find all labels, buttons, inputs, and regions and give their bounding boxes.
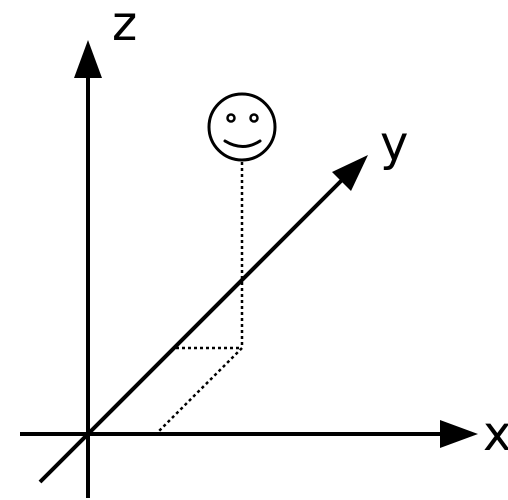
diagonal-projection-line [156,347,243,434]
y-axis [38,155,368,484]
z-axis-arrowhead [74,40,102,78]
projection-lines [156,162,244,434]
x-axis [20,420,478,448]
smiley-left-eye [226,113,236,123]
x-axis-arrowhead [440,420,478,448]
z-axis [74,40,102,498]
y-axis-line [38,178,344,484]
smiley-face-icon [207,92,277,162]
y-axis-label: y [380,116,408,172]
z-axis-label: z [112,0,137,52]
smiley-mouth [223,139,262,148]
x-axis-label: x [483,406,508,462]
y-axis-arrowhead [332,155,368,191]
smiley-right-eye [249,113,259,123]
smiley-head [207,92,277,162]
